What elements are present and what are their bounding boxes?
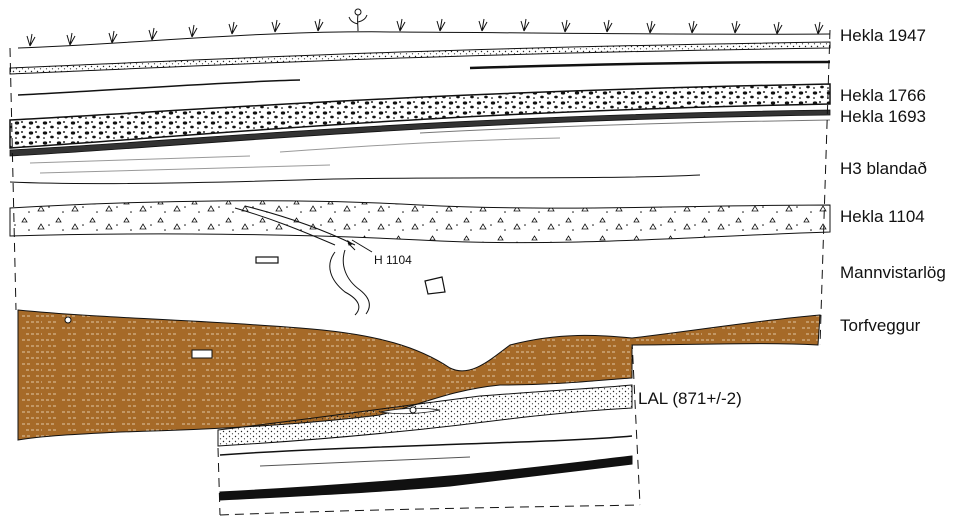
artifact-stones bbox=[256, 257, 445, 294]
lal-marker bbox=[410, 407, 416, 413]
label-mannvistarlog: Mannvistarlög bbox=[840, 264, 946, 281]
label-hekla-1104: Hekla 1104 bbox=[840, 208, 925, 225]
label-lal: LAL (871+/-2) bbox=[638, 390, 742, 407]
flower-icon bbox=[349, 9, 367, 31]
label-h1104-annotation: H 1104 bbox=[374, 254, 412, 266]
h3-lower-boundary bbox=[10, 175, 700, 183]
label-h3-blandad: H3 blandað bbox=[840, 160, 927, 177]
label-hekla-1693: Hekla 1693 bbox=[840, 108, 926, 125]
label-hekla-1947: Hekla 1947 bbox=[840, 27, 926, 44]
grass-surface bbox=[18, 9, 830, 48]
tephra-hekla-1947 bbox=[10, 42, 830, 74]
tephra-hekla-1104 bbox=[10, 201, 830, 243]
label-hekla-1766: Hekla 1766 bbox=[840, 87, 926, 104]
lower-black-lenses bbox=[220, 436, 632, 500]
label-torfveggur: Torfveggur bbox=[840, 317, 920, 334]
